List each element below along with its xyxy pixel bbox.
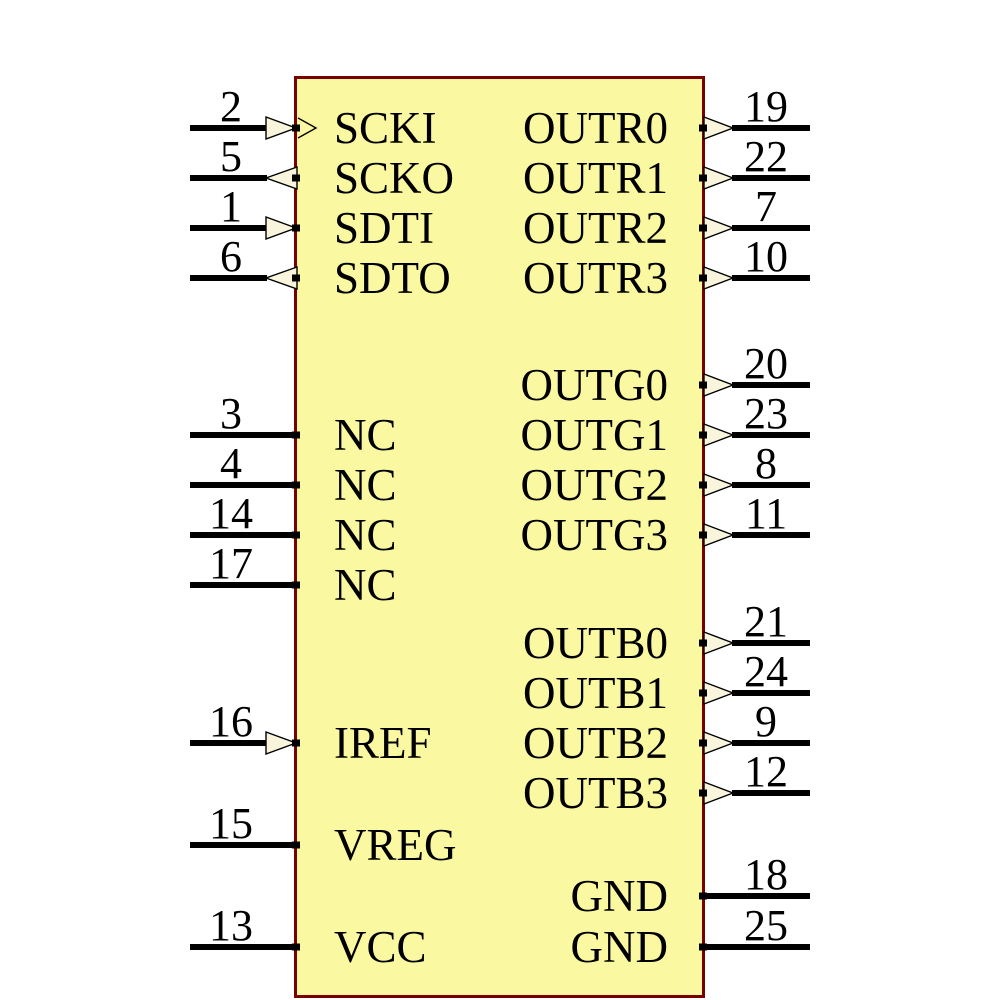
pin-number: 2 [220,82,242,131]
pin-label: OUTR3 [523,252,668,303]
pin-number: 20 [744,339,788,388]
pin-number: 24 [744,647,788,696]
pin-number: 14 [209,489,253,538]
pin-label: OUTG1 [520,409,668,460]
pin-label: NC [334,509,397,560]
pin-label: GND [570,921,669,972]
pin-number: 19 [744,82,788,131]
pin-number: 23 [744,389,788,438]
pin-number: 6 [220,232,242,281]
pin-number: 3 [220,389,242,438]
pin-number: 15 [209,799,253,848]
pin-label: IREF [334,717,432,768]
pin-label: OUTG0 [520,359,668,410]
pin-label: OUTB2 [523,717,668,768]
pin-number: 11 [744,489,788,538]
ic-body [294,76,705,998]
pin-number: 13 [209,901,253,950]
pin-number: 7 [755,182,777,231]
pin-number: 12 [744,747,788,796]
pin-label: OUTR0 [523,102,668,153]
pin-number: 9 [755,697,777,746]
pin-label: OUTB0 [523,617,668,668]
pin-label: SCKO [334,152,455,203]
pin-number: 22 [744,132,788,181]
pin-number: 17 [209,539,253,588]
pin-label: NC [334,559,397,610]
pin-label: SDTI [334,202,434,253]
pin-label: OUTG2 [520,459,668,510]
pin-label: SCKI [334,102,437,153]
pin-number: 4 [220,439,242,488]
pin-number: 8 [755,439,777,488]
pin-number: 16 [209,697,253,746]
pin-label: OUTB1 [523,667,668,718]
pin-number: 21 [744,597,788,646]
pin-number: 1 [220,182,242,231]
pin-label: NC [334,409,397,460]
pin-label: OUTG3 [520,509,668,560]
pin-label: OUTB3 [523,767,668,818]
pin-label: OUTR2 [523,202,668,253]
pin-number: 25 [744,901,788,950]
pin-label: SDTO [334,252,451,303]
pin-number: 5 [220,132,242,181]
pin-number: 10 [744,232,788,281]
pin-label: VREG [334,819,457,870]
pin-label: VCC [334,921,427,972]
pin-label: OUTR1 [523,152,668,203]
pin-label: GND [570,870,669,921]
pin-number: 18 [744,850,788,899]
pin-label: NC [334,459,397,510]
